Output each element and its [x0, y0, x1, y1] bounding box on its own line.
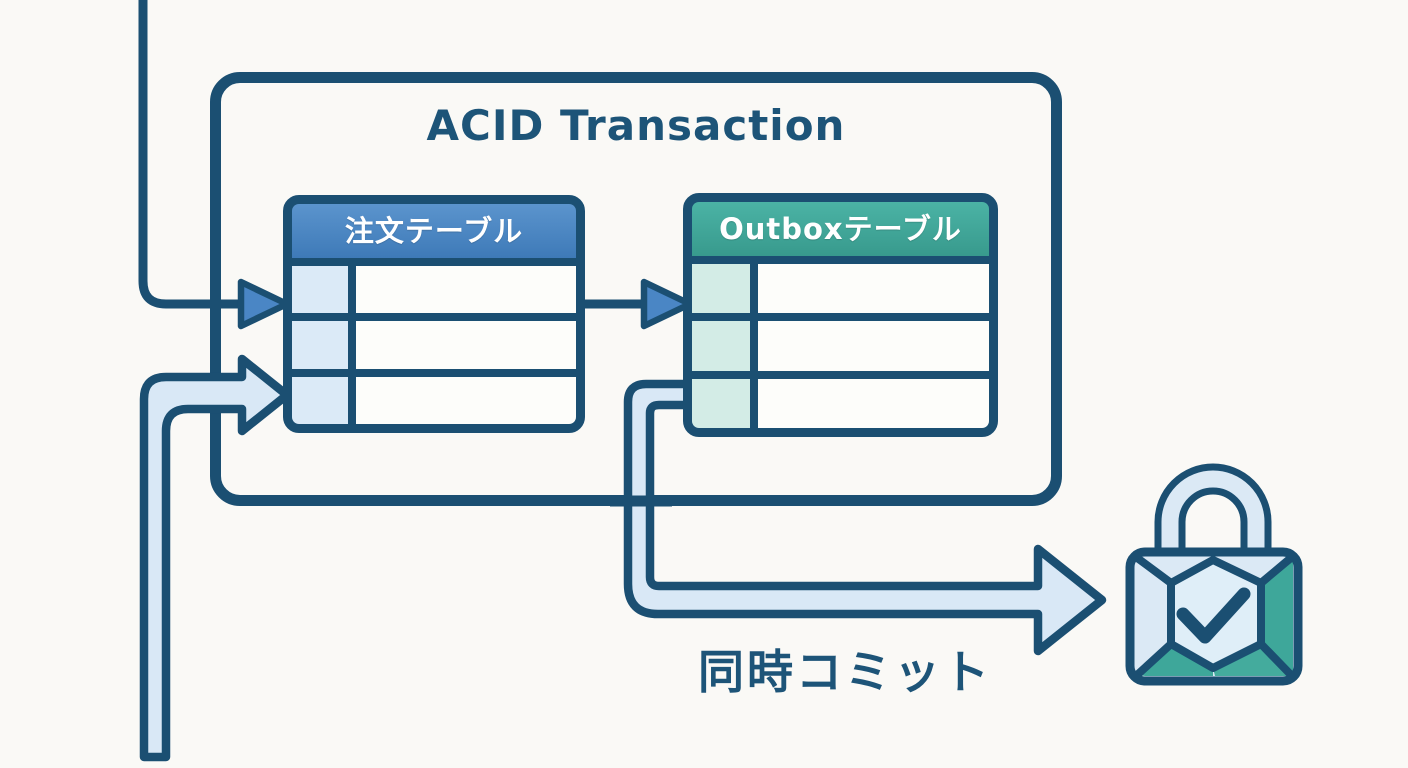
insert-order-arrow — [138, 0, 291, 330]
table-cell — [692, 321, 750, 371]
lock-check-icon — [1125, 463, 1303, 686]
table-cell — [692, 264, 750, 314]
orders-to-outbox-arrow — [578, 278, 694, 330]
table-cell — [758, 264, 989, 314]
table-cell — [758, 378, 989, 428]
simultaneous-commit-arrow — [610, 379, 1107, 656]
checkmark-icon — [1176, 587, 1251, 644]
table-outbox-body — [692, 264, 989, 428]
table-cell — [692, 378, 750, 428]
table-cell — [758, 321, 989, 371]
table-cell — [292, 321, 348, 369]
commit-caption: 同時コミット — [698, 645, 992, 699]
table-orders-body — [292, 266, 576, 424]
table-cell — [356, 321, 576, 369]
table-cell — [292, 266, 348, 314]
arrowhead-icon — [237, 278, 291, 330]
table-outbox: Outboxテーブル — [683, 193, 998, 437]
table-cell — [356, 266, 576, 314]
write-request-arrow — [139, 354, 292, 762]
table-cell — [292, 376, 348, 424]
table-orders: 注文テーブル — [283, 195, 585, 433]
diagram-title: ACID Transaction — [426, 101, 846, 150]
table-cell — [356, 376, 576, 424]
table-orders-header: 注文テーブル — [292, 204, 576, 258]
arrowhead-icon — [640, 278, 694, 330]
table-outbox-header: Outboxテーブル — [692, 202, 989, 256]
